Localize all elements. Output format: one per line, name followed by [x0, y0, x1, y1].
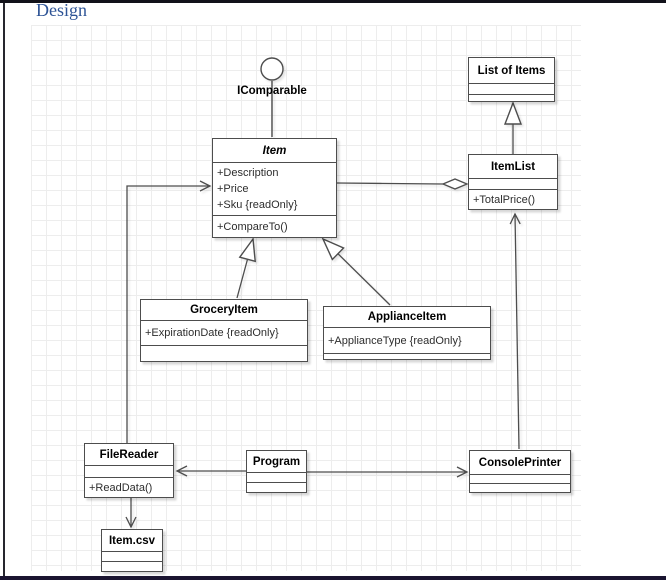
page-title: Design: [36, 0, 87, 20]
page-left-border: [3, 3, 5, 576]
class-item[interactable]: Item +Description +Price +Sku {readOnly}…: [212, 138, 337, 238]
class-itemcsv-title: Item.csv: [108, 534, 156, 547]
class-list-of-items-title: List of Items: [477, 64, 546, 77]
empty-compartment: [470, 474, 570, 483]
window-top-edge: [0, 0, 666, 3]
empty-compartment: [470, 483, 570, 492]
class-item-method: +CompareTo(): [213, 215, 336, 237]
class-filereader-method: +ReadData(): [85, 477, 173, 497]
class-itemlist-method: +TotalPrice(): [469, 189, 557, 209]
class-applianceitem-attribute: +ApplianceType {readOnly}: [324, 327, 490, 353]
class-consoleprinter-title: ConsolePrinter: [478, 456, 562, 469]
empty-compartment: [85, 465, 173, 477]
class-item-attributes: +Description +Price +Sku {readOnly}: [213, 162, 336, 215]
class-filereader-title: FileReader: [99, 448, 159, 461]
empty-compartment: [247, 482, 306, 492]
attribute: +Sku {readOnly}: [217, 199, 298, 211]
class-itemlist-title: ItemList: [490, 160, 536, 173]
class-consoleprinter[interactable]: ConsolePrinter: [469, 450, 571, 493]
class-groceryitem-attribute: +ExpirationDate {readOnly}: [141, 320, 307, 345]
interface-icomparable-label: IComparable: [237, 85, 307, 97]
class-program-title: Program: [252, 455, 301, 468]
empty-compartment: [141, 345, 307, 361]
empty-compartment: [469, 83, 554, 94]
class-applianceitem[interactable]: ApplianceItem +ApplianceType {readOnly}: [323, 306, 491, 360]
empty-compartment: [247, 472, 306, 482]
class-itemcsv[interactable]: Item.csv: [101, 529, 163, 572]
empty-compartment: [469, 178, 557, 189]
class-program[interactable]: Program: [246, 450, 307, 493]
attribute: +Description: [217, 167, 279, 179]
empty-compartment: [324, 353, 490, 359]
attribute: +Price: [217, 183, 249, 195]
empty-compartment: [469, 94, 554, 101]
empty-compartment: [102, 561, 162, 571]
empty-compartment: [102, 551, 162, 561]
window-bottom-edge: [0, 576, 666, 580]
class-groceryitem-title: GroceryItem: [190, 304, 258, 316]
class-list-of-items[interactable]: List of Items: [468, 57, 555, 102]
class-item-title: Item: [262, 144, 287, 157]
class-itemlist[interactable]: ItemList +TotalPrice(): [468, 154, 558, 210]
class-groceryitem[interactable]: GroceryItem +ExpirationDate {readOnly}: [140, 299, 308, 362]
class-applianceitem-title: ApplianceItem: [367, 311, 447, 323]
class-filereader[interactable]: FileReader +ReadData(): [84, 443, 174, 498]
